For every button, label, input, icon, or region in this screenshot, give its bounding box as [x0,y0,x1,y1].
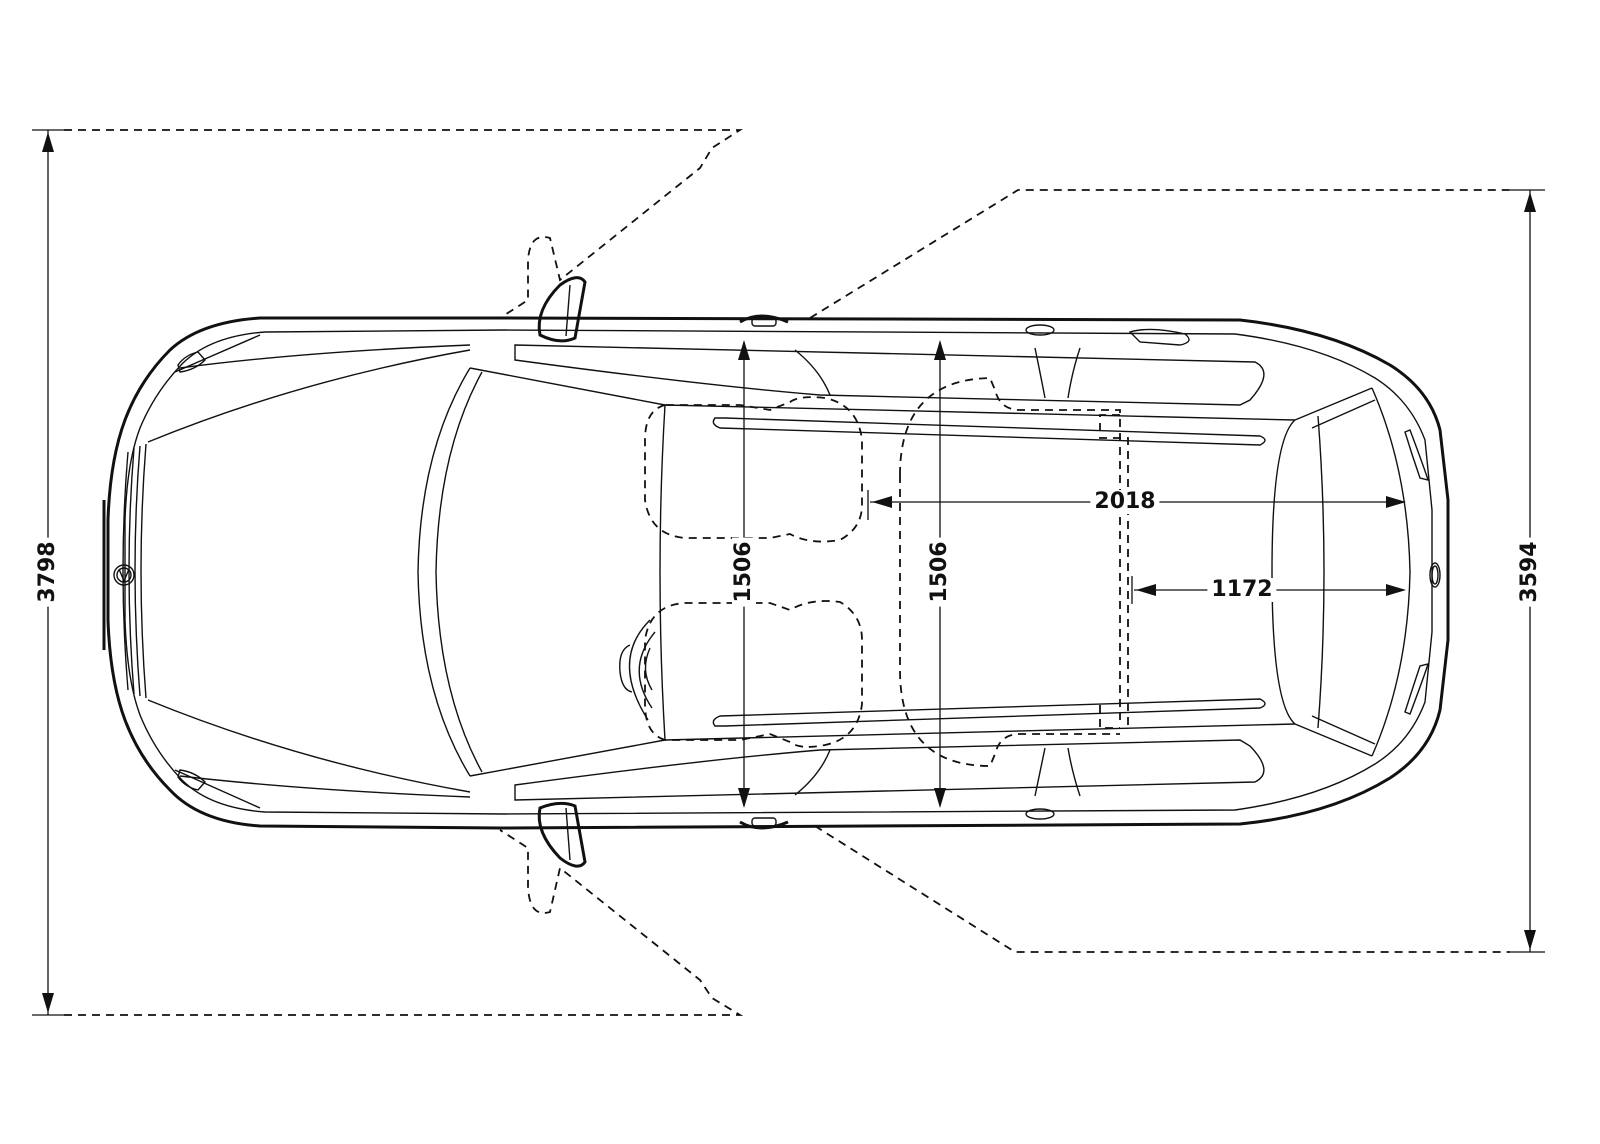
dimension-label-3798: 3798 [35,537,60,607]
dimension-label-1506-rear: 1506 [927,537,952,607]
dimension-label-1506-front: 1506 [731,537,756,607]
seat-outlines [644,377,1129,767]
dimension-3594-lines [809,189,1545,953]
front-badge-icon [113,564,135,586]
roof-fins [739,314,789,830]
dimension-label-1172: 1172 [1207,578,1277,602]
car-body [102,316,1450,830]
dimension-label-3594: 3594 [1517,537,1542,607]
dimension-3798-lines [32,129,744,1016]
side-mirrors [537,276,587,868]
rear-badge-icon [1429,562,1441,588]
dimension-label-2018: 2018 [1090,490,1160,514]
steering-wheel-icon [619,619,656,721]
